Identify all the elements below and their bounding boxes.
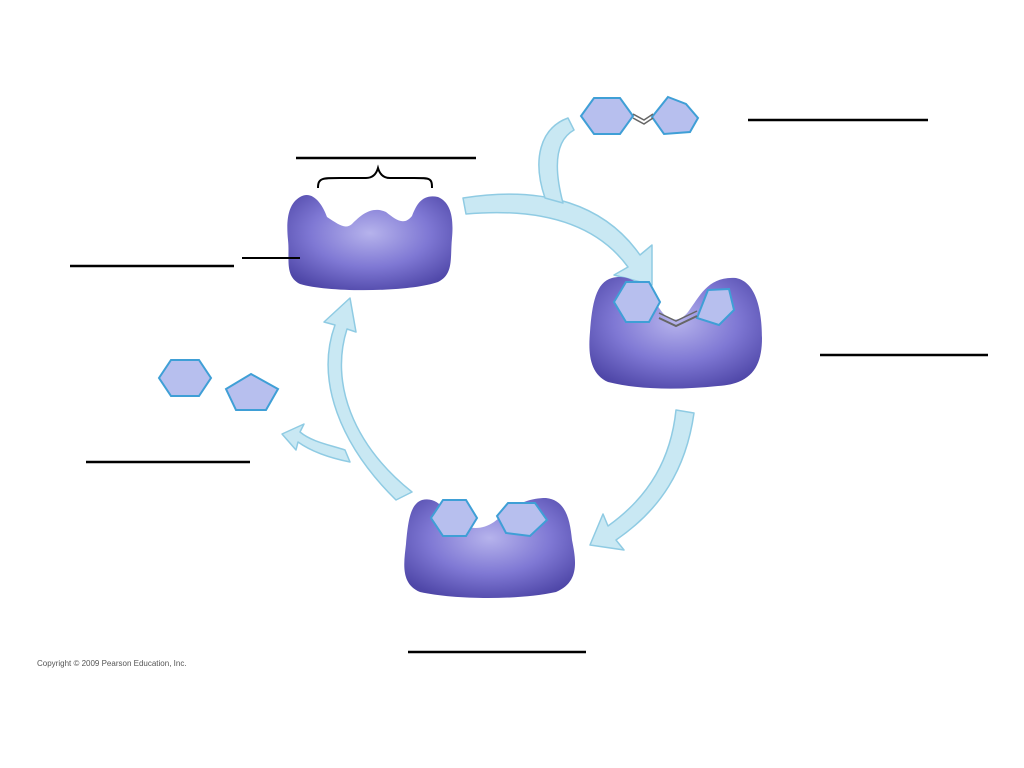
pentagon-subunit-icon bbox=[224, 372, 280, 411]
pentagon-subunit-icon bbox=[495, 502, 549, 538]
hexagon-subunit-icon bbox=[157, 359, 213, 397]
cycle-arrow-icon bbox=[462, 193, 653, 286]
hexagon-subunit-icon bbox=[579, 97, 635, 135]
enzyme-shape-icon bbox=[589, 277, 762, 389]
product-release-arrow-icon bbox=[281, 423, 351, 463]
substrate-entry-arrow-icon bbox=[538, 117, 575, 204]
cycle-arrow-icon bbox=[589, 409, 695, 551]
hexagon-subunit-icon bbox=[612, 281, 662, 323]
enzyme-shape-icon bbox=[404, 498, 576, 598]
hexagon-subunit-icon bbox=[429, 499, 479, 537]
active-site-brace bbox=[317, 164, 433, 189]
pentagon-subunit-icon bbox=[650, 95, 700, 136]
enzyme-shape-icon bbox=[287, 195, 453, 291]
copyright-notice: Copyright © 2009 Pearson Education, Inc. bbox=[37, 659, 187, 668]
glycosidic-bond-icon bbox=[658, 310, 698, 322]
glycosidic-bond-icon bbox=[632, 117, 654, 125]
pentagon-subunit-icon bbox=[695, 287, 736, 327]
glycosidic-bond-icon bbox=[632, 113, 654, 121]
glycosidic-bond-icon bbox=[658, 315, 698, 328]
cycle-arrow-icon bbox=[323, 297, 413, 501]
